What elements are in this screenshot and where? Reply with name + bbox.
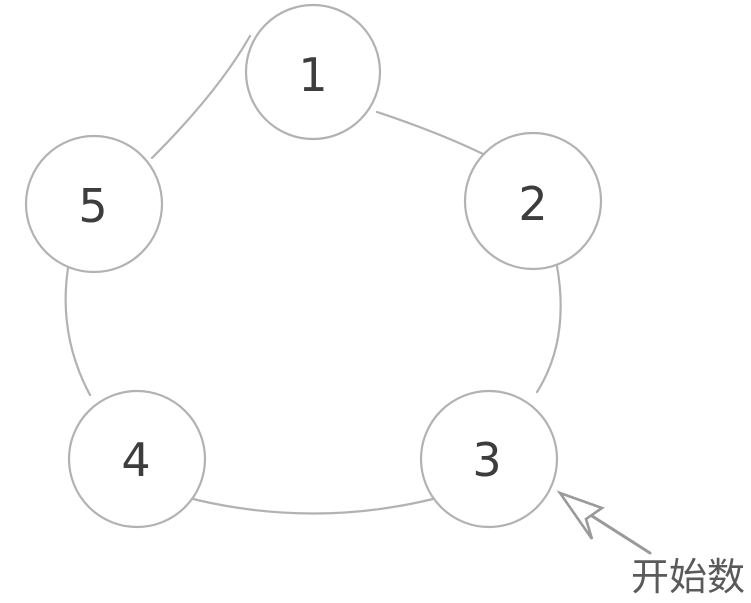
- node-3-label: 3: [472, 433, 501, 487]
- node-2-label: 2: [518, 177, 547, 231]
- edge-3-to-4: [191, 497, 435, 515]
- annotation-arrow-shaft: [590, 514, 652, 555]
- edge-4-to-5: [64, 266, 92, 397]
- node-2[interactable]: 2: [463, 131, 603, 271]
- node-4-label: 4: [121, 433, 150, 487]
- node-1-label: 1: [298, 48, 327, 102]
- edge-group: [64, 34, 562, 515]
- node-1[interactable]: 1: [244, 3, 382, 141]
- start-annotation: 开始数: [556, 490, 745, 599]
- node-group: 1 2 3 4 5: [24, 3, 603, 529]
- node-4-circle[interactable]: [67, 389, 207, 529]
- node-3-circle[interactable]: [419, 389, 559, 529]
- node-5-circle[interactable]: [24, 134, 164, 274]
- node-3[interactable]: 3: [419, 389, 559, 529]
- edge-5-to-1: [150, 34, 252, 160]
- node-2-circle[interactable]: [463, 131, 603, 271]
- edge-2-to-3: [535, 264, 562, 394]
- node-1-circle[interactable]: [244, 3, 382, 141]
- node-5-label: 5: [78, 179, 107, 233]
- node-5[interactable]: 5: [24, 134, 164, 274]
- node-4[interactable]: 4: [67, 389, 207, 529]
- annotation-arrow-head-icon: [556, 490, 605, 540]
- annotation-label: 开始数: [631, 555, 745, 599]
- edge-1-to-2: [375, 110, 485, 156]
